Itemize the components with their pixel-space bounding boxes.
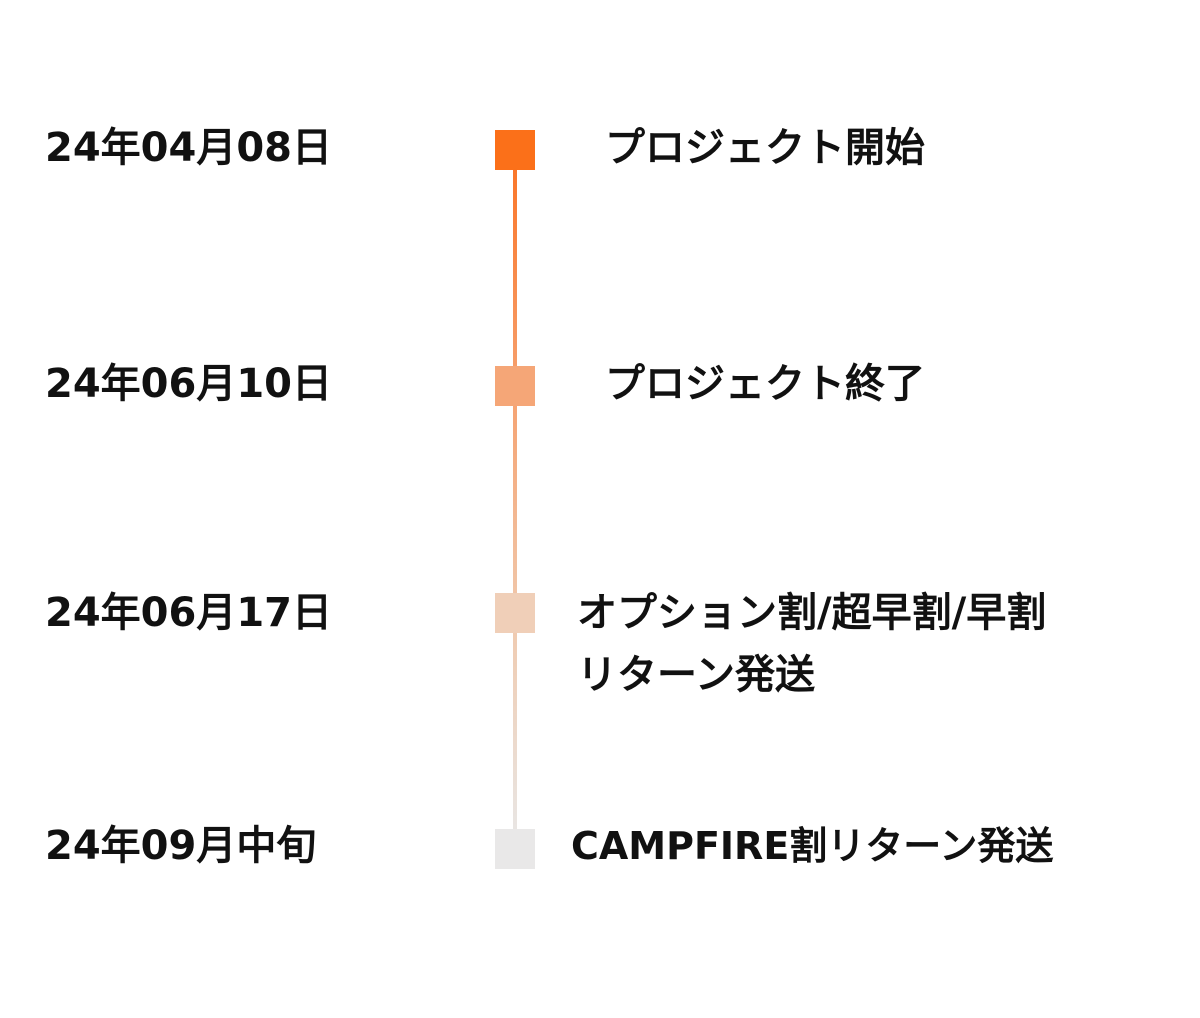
timeline-label: プロジェクト終了 — [605, 361, 925, 407]
timeline-marker — [495, 366, 535, 406]
timeline-date: 24年09月中旬 — [45, 823, 317, 869]
timeline-date: 24年06月17日 — [45, 590, 332, 636]
timeline-marker — [495, 829, 535, 869]
timeline-date: 24年06月10日 — [45, 361, 332, 407]
timeline-date: 24年04月08日 — [45, 125, 332, 171]
timeline-label: オプション割/超早割/早割 — [577, 590, 1047, 636]
timeline-connector-line — [513, 150, 517, 850]
timeline-label: CAMPFIRE割リターン発送 — [571, 824, 1054, 868]
timeline-label: プロジェクト開始 — [605, 125, 925, 171]
timeline-marker — [495, 130, 535, 170]
timeline-label-line2: リターン発送 — [577, 652, 815, 698]
timeline-marker — [495, 593, 535, 633]
